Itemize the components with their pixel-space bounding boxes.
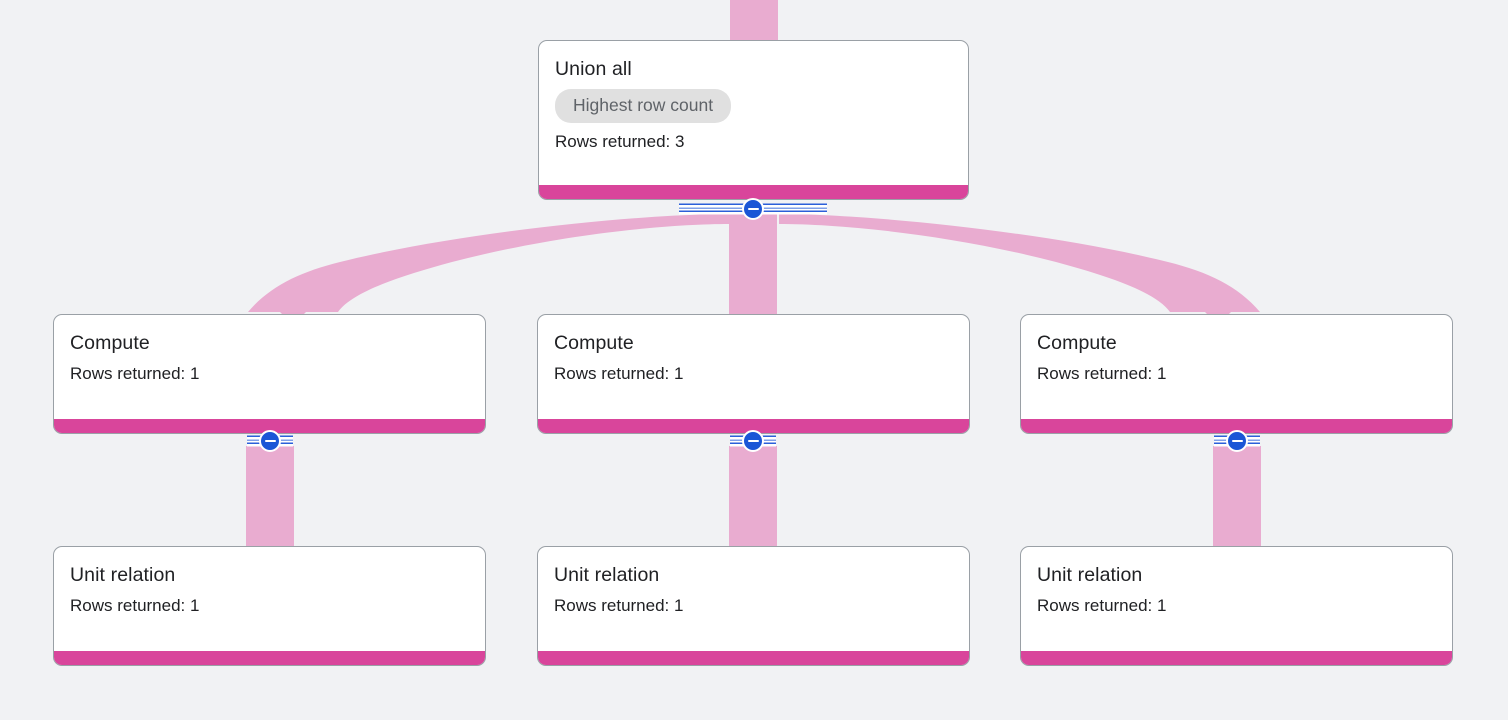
node-title: Unit relation [70,564,176,586]
collapse-rail-left [679,203,744,215]
node-body: Unit relation Rows returned: 1 [54,547,485,651]
collapse-rail-left [730,435,744,447]
node-title: Compute [70,332,150,354]
node-rows-returned: Rows returned: 1 [70,596,200,615]
collapse-control-compute-2[interactable] [709,430,797,452]
node-status-bar [538,651,969,665]
collapse-rail-right [279,435,293,447]
node-title: Unit relation [554,564,660,586]
node-status-bar [1021,651,1452,665]
plan-node-unit-relation-2[interactable]: Unit relation Rows returned: 1 [537,546,970,666]
collapse-control-compute-1[interactable] [226,430,314,452]
node-body: Compute Rows returned: 1 [54,315,485,419]
node-body: Compute Rows returned: 1 [1021,315,1452,419]
node-body: Unit relation Rows returned: 1 [1021,547,1452,651]
node-body: Compute Rows returned: 1 [538,315,969,419]
node-title: Unit relation [1037,564,1143,586]
node-rows-returned: Rows returned: 1 [1037,596,1167,615]
collapse-control-union-all[interactable] [679,198,827,220]
flow-ribbon-union-to-compute-2 [729,214,777,314]
plan-node-compute-3[interactable]: Compute Rows returned: 1 [1020,314,1453,434]
flow-ribbon-union-to-compute-3 [779,214,1260,312]
minus-icon[interactable] [259,430,281,452]
collapse-rail-left [247,435,261,447]
node-title: Compute [554,332,634,354]
flow-ribbon-union-to-compute-1 [248,214,729,312]
node-badge-highest-row-count: Highest row count [555,89,732,123]
plan-node-compute-1[interactable]: Compute Rows returned: 1 [53,314,486,434]
flow-ribbon-compute-3-to-unit-3 [1213,446,1261,548]
collapse-rail-left [1214,435,1228,447]
node-rows-returned: Rows returned: 1 [70,364,200,383]
flow-ribbon-input-top [730,0,778,42]
node-status-bar [538,419,969,433]
node-rows-returned: Rows returned: 3 [555,132,685,151]
minus-icon[interactable] [742,430,764,452]
node-status-bar [54,419,485,433]
flow-ribbon-compute-1-to-unit-1 [246,446,294,548]
minus-icon[interactable] [1226,430,1248,452]
node-status-bar [1021,419,1452,433]
node-body: Union all Highest row count Rows returne… [539,41,968,185]
plan-node-union-all[interactable]: Union all Highest row count Rows returne… [538,40,969,200]
collapse-rail-right [762,435,776,447]
plan-node-unit-relation-1[interactable]: Unit relation Rows returned: 1 [53,546,486,666]
node-body: Unit relation Rows returned: 1 [538,547,969,651]
node-title: Compute [1037,332,1117,354]
flow-ribbon-compute-2-to-unit-2 [729,446,777,548]
plan-node-compute-2[interactable]: Compute Rows returned: 1 [537,314,970,434]
collapse-rail-right [762,203,827,215]
plan-node-unit-relation-3[interactable]: Unit relation Rows returned: 1 [1020,546,1453,666]
node-status-bar [539,185,968,199]
collapse-rail-right [1246,435,1260,447]
node-rows-returned: Rows returned: 1 [554,596,684,615]
node-rows-returned: Rows returned: 1 [1037,364,1167,383]
minus-icon[interactable] [742,198,764,220]
node-status-bar [54,651,485,665]
node-title: Union all [555,58,632,80]
collapse-control-compute-3[interactable] [1193,430,1281,452]
node-rows-returned: Rows returned: 1 [554,364,684,383]
